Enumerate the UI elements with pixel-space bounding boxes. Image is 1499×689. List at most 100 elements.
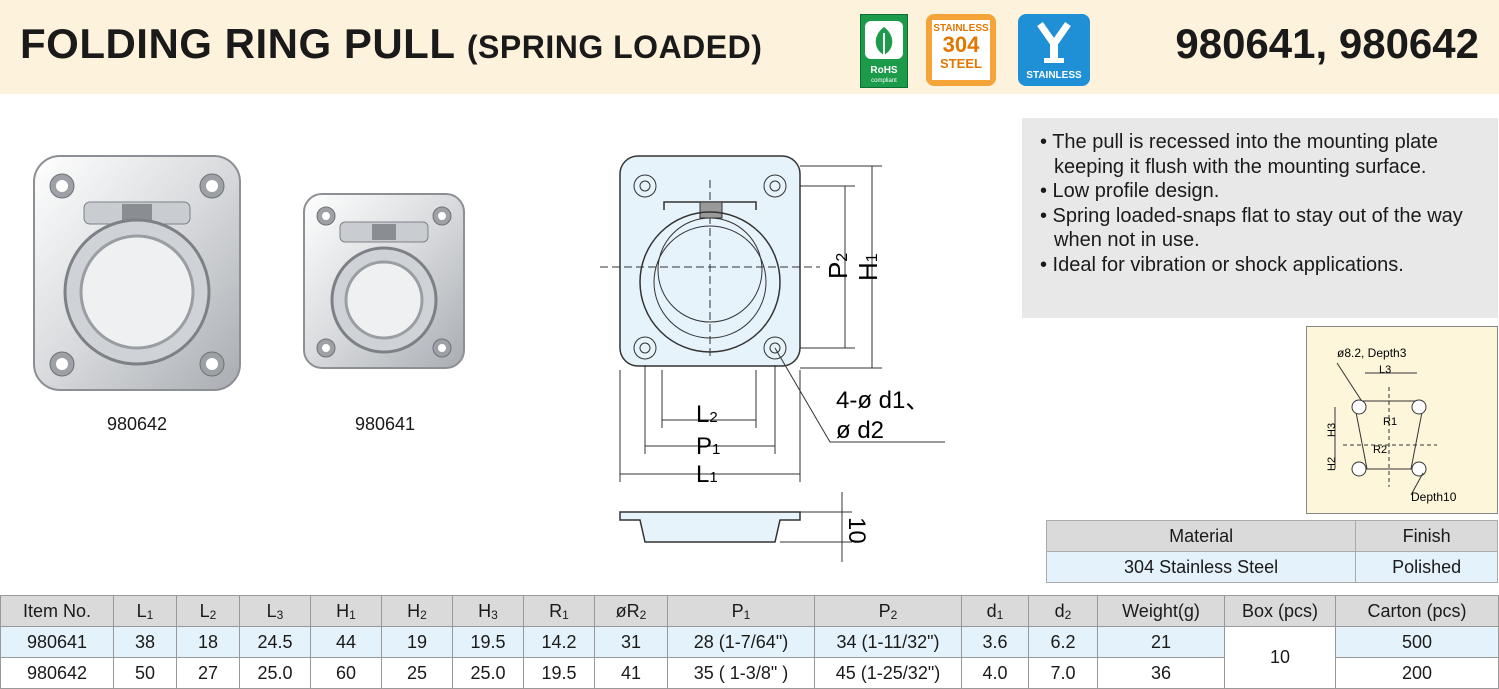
photo-label-980642: 980642 [107, 414, 168, 434]
column-header: Box (pcs) [1224, 595, 1336, 627]
title-sub: (SPRING LOADED) [466, 29, 763, 65]
column-header: d2 [1028, 595, 1098, 627]
page-title: FOLDING RING PULL (SPRING LOADED) [20, 20, 762, 68]
table-cell: 28 (1-7/64") [667, 626, 815, 658]
rohs-badge: RoHS compliant [860, 14, 908, 88]
table-cell: 4.0 [961, 657, 1029, 689]
column-header: H3 [452, 595, 524, 627]
table-cell: 38 [113, 626, 177, 658]
table-cell: 21 [1097, 626, 1225, 658]
product-photo-large [33, 155, 241, 391]
table-cell: 36 [1097, 657, 1225, 689]
rohs-sub-text: compliant [871, 78, 897, 84]
material-value: 304 Stainless Steel [1045, 551, 1357, 583]
dim-h1: H1 [853, 253, 883, 281]
column-header: L3 [239, 595, 311, 627]
column-header: Item No. [0, 595, 114, 627]
table-cell: 60 [310, 657, 382, 689]
material-table: Material Finish 304 Stainless Steel Poli… [1045, 520, 1498, 583]
table-cell: 50 [113, 657, 177, 689]
detail-depth: Depth10 [1411, 490, 1457, 504]
detail-r1: R1 [1383, 416, 1397, 428]
column-header: d1 [961, 595, 1029, 627]
table-cell: 34 (1-11/32") [814, 626, 962, 658]
table-cell: 18 [176, 626, 240, 658]
column-header: H2 [381, 595, 453, 627]
table-cell: 25.0 [452, 657, 524, 689]
dim-holes-d1: 4-ø d1、 [836, 387, 929, 414]
features-box: • The pull is recessed into the mounting… [1022, 118, 1498, 318]
screw-icon: STAINLESS [1026, 21, 1082, 81]
table-cell: 19.5 [523, 657, 595, 689]
column-header: L1 [113, 595, 177, 627]
material-header: Material [1045, 520, 1357, 552]
table-cell: 45 (1-25/32") [814, 657, 962, 689]
table-cell-box: 10 [1224, 626, 1336, 689]
feature-item: • The pull is recessed into the mounting… [1040, 131, 1438, 178]
table-cell: 3.6 [961, 626, 1029, 658]
column-header: øR2 [594, 595, 668, 627]
table-cell: 24.5 [239, 626, 311, 658]
title-main: FOLDING RING PULL [20, 20, 455, 67]
column-header: P2 [814, 595, 962, 627]
dim-l1: L1 [696, 461, 718, 488]
dim-holes-d2: ø d2 [836, 417, 884, 444]
column-header: H1 [310, 595, 382, 627]
item-numbers: 980641, 980642 [1175, 20, 1479, 67]
dim-l2: L2 [696, 401, 718, 428]
table-cell: 500 [1335, 626, 1499, 658]
detail-l3: L3 [1379, 364, 1391, 376]
table-cell: 41 [594, 657, 668, 689]
table-cell: 19 [381, 626, 453, 658]
rohs-text: RoHS [870, 65, 898, 76]
feature-item: • Low profile design. [1040, 180, 1220, 202]
features-list: • The pull is recessed into the mounting… [1022, 118, 1498, 277]
drawing-plate [619, 155, 801, 367]
detail-hole-note: ø8.2, Depth3 [1337, 346, 1407, 360]
table-cell: 980642 [0, 657, 114, 689]
table-cell: 14.2 [523, 626, 595, 658]
table-cell: 200 [1335, 657, 1499, 689]
feature-item: • Spring loaded-snaps flat to stay out o… [1040, 204, 1463, 252]
table-cell: 25 [381, 657, 453, 689]
table-cell: 31 [594, 626, 668, 658]
table-cell: 27 [176, 657, 240, 689]
column-header: Weight(g) [1097, 595, 1225, 627]
drawing-side-view [619, 511, 801, 543]
dim-height: 10 [843, 517, 870, 544]
column-header: P1 [667, 595, 815, 627]
stainless-304-badge: STAINLESS 304 STEEL [926, 14, 996, 86]
detail-r2: R2 [1373, 444, 1387, 456]
mounting-detail: ø8.2, Depth3 L3 H3 H2 R1 R2 Depth10 [1306, 326, 1498, 514]
table-cell: 44 [310, 626, 382, 658]
badge-stainless-text: STAINLESS [933, 23, 989, 34]
header-banner: FOLDING RING PULL (SPRING LOADED) RoHS c… [0, 0, 1499, 94]
column-header: Carton (pcs) [1335, 595, 1499, 627]
table-cell: 980641 [0, 626, 114, 658]
table-cell: 35 ( 1-3/8" ) [667, 657, 815, 689]
column-header: L2 [176, 595, 240, 627]
leaf-icon: RoHS compliant [865, 21, 903, 84]
detail-h2: H2 [1326, 457, 1338, 471]
table-cell: 19.5 [452, 626, 524, 658]
badge-304-text: 304 [942, 32, 980, 57]
product-photo-small [303, 193, 465, 369]
detail-h3: H3 [1326, 423, 1338, 437]
finish-value: Polished [1355, 551, 1498, 583]
badge-steel-text: STEEL [940, 56, 982, 71]
dim-p2: P2 [823, 253, 853, 279]
finish-header: Finish [1355, 520, 1498, 552]
feature-item: • Ideal for vibration or shock applicati… [1040, 253, 1404, 276]
column-header: R1 [523, 595, 595, 627]
stainless-screw-badge: STAINLESS [1018, 14, 1090, 86]
badge-y-text: STAINLESS [1026, 70, 1082, 81]
table-cell: 6.2 [1028, 626, 1098, 658]
photo-label-980641: 980641 [355, 414, 416, 434]
technical-drawing: P2 H1 L2 P1 L1 4-ø d1、 ø d2 10 [600, 155, 945, 562]
table-cell: 7.0 [1028, 657, 1098, 689]
dim-p1: P1 [696, 433, 720, 460]
